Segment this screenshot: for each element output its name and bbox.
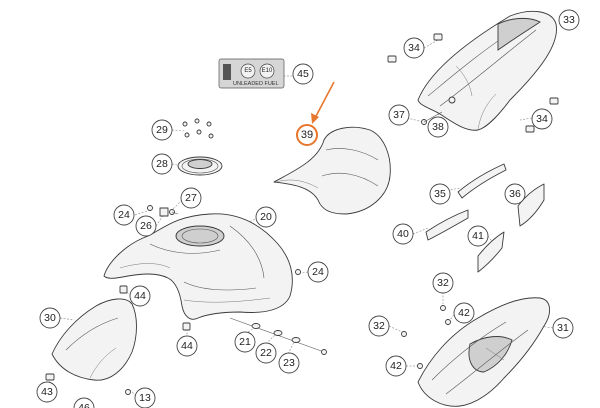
svg-text:29: 29 xyxy=(156,124,168,136)
bolt-set xyxy=(182,118,214,139)
callout-45[interactable]: 45 xyxy=(292,63,314,85)
svg-text:39: 39 xyxy=(301,129,313,141)
svg-text:27: 27 xyxy=(185,192,197,204)
svg-text:24: 24 xyxy=(312,266,324,278)
svg-text:32: 32 xyxy=(437,277,449,289)
callout-32-upper[interactable]: 32 xyxy=(432,272,454,294)
callout-46[interactable]: 46 xyxy=(73,397,95,408)
callout-42-lower[interactable]: 42 xyxy=(385,355,407,377)
svg-text:26: 26 xyxy=(140,220,152,232)
svg-text:41: 41 xyxy=(472,230,484,242)
svg-text:46: 46 xyxy=(78,402,90,408)
callout-21[interactable]: 21 xyxy=(234,331,256,353)
svg-text:45: 45 xyxy=(297,68,309,80)
callout-27[interactable]: 27 xyxy=(180,187,202,209)
rear-frame-cover-part xyxy=(401,297,550,407)
callout-43[interactable]: 43 xyxy=(36,381,58,403)
callout-37[interactable]: 37 xyxy=(388,104,410,126)
svg-text:44: 44 xyxy=(181,340,193,352)
fuel-chip-e10 xyxy=(259,63,275,79)
tank-fasteners xyxy=(147,205,179,217)
bottom-small-parts xyxy=(45,373,131,395)
callout-23[interactable]: 23 xyxy=(278,352,300,374)
callout-32-lower[interactable]: 32 xyxy=(368,315,390,337)
svg-text:23: 23 xyxy=(283,357,295,369)
highlight-arrow xyxy=(311,81,335,124)
svg-text:43: 43 xyxy=(41,386,53,398)
svg-text:42: 42 xyxy=(458,307,470,319)
svg-text:34: 34 xyxy=(536,113,548,125)
callout-33[interactable]: 33 xyxy=(558,9,580,31)
fuel-chip-e10-text: E10 xyxy=(262,68,273,74)
callout-28[interactable]: 28 xyxy=(151,153,173,175)
svg-text:37: 37 xyxy=(393,109,405,121)
svg-text:21: 21 xyxy=(239,336,251,348)
svg-text:44: 44 xyxy=(134,290,146,302)
callout-group: 33 34 45 37 38 34 39 29 28 27 24 26 20 3… xyxy=(36,9,580,408)
svg-text:22: 22 xyxy=(260,347,272,359)
callout-35[interactable]: 35 xyxy=(429,183,451,205)
trim-parts xyxy=(425,163,545,273)
callout-26[interactable]: 26 xyxy=(135,215,157,237)
seat-clips xyxy=(387,33,559,133)
side-cover-part xyxy=(51,298,137,381)
filler-cap-ring xyxy=(177,156,223,176)
callout-24-right[interactable]: 24 xyxy=(307,261,329,283)
svg-text:33: 33 xyxy=(563,14,575,26)
svg-text:38: 38 xyxy=(432,121,444,133)
callout-42-upper[interactable]: 42 xyxy=(453,302,475,324)
callout-30[interactable]: 30 xyxy=(39,307,61,329)
svg-text:13: 13 xyxy=(139,392,151,404)
svg-text:24: 24 xyxy=(118,209,130,221)
svg-text:35: 35 xyxy=(434,188,446,200)
callout-36[interactable]: 36 xyxy=(504,183,526,205)
svg-text:34: 34 xyxy=(408,42,420,54)
callout-44-lower[interactable]: 44 xyxy=(176,335,198,357)
callout-40[interactable]: 40 xyxy=(392,223,414,245)
callout-29[interactable]: 29 xyxy=(151,119,173,141)
mount-hardware xyxy=(119,269,327,355)
svg-text:36: 36 xyxy=(509,188,521,200)
fuel-chip-e5 xyxy=(240,63,256,79)
front-seat-part xyxy=(273,126,391,215)
callout-39-highlighted[interactable]: 39 xyxy=(296,124,318,146)
fuel-tank-cover-part xyxy=(103,213,293,320)
callout-34-right[interactable]: 34 xyxy=(531,108,553,130)
callout-34-top[interactable]: 34 xyxy=(403,37,425,59)
fuel-pump-icon xyxy=(223,64,231,80)
svg-text:42: 42 xyxy=(390,360,402,372)
svg-text:40: 40 xyxy=(397,228,409,240)
svg-text:28: 28 xyxy=(156,158,168,170)
callout-22[interactable]: 22 xyxy=(255,342,277,364)
callout-31[interactable]: 31 xyxy=(552,317,574,339)
fuel-chip-e5-text: E5 xyxy=(244,68,252,74)
callout-24-left[interactable]: 24 xyxy=(113,204,135,226)
callout-13[interactable]: 13 xyxy=(134,387,156,408)
svg-text:30: 30 xyxy=(44,312,56,324)
svg-text:20: 20 xyxy=(260,211,272,223)
svg-text:31: 31 xyxy=(557,322,569,334)
svg-text:32: 32 xyxy=(373,320,385,332)
fuel-label-caption: UNLEADED FUEL xyxy=(233,81,279,87)
callout-44-upper[interactable]: 44 xyxy=(129,285,151,307)
callout-20[interactable]: 20 xyxy=(255,206,277,228)
callout-38[interactable]: 38 xyxy=(427,116,449,138)
fuel-label-plate: E5 E10 UNLEADED FUEL xyxy=(218,58,285,89)
callout-41[interactable]: 41 xyxy=(467,225,489,247)
